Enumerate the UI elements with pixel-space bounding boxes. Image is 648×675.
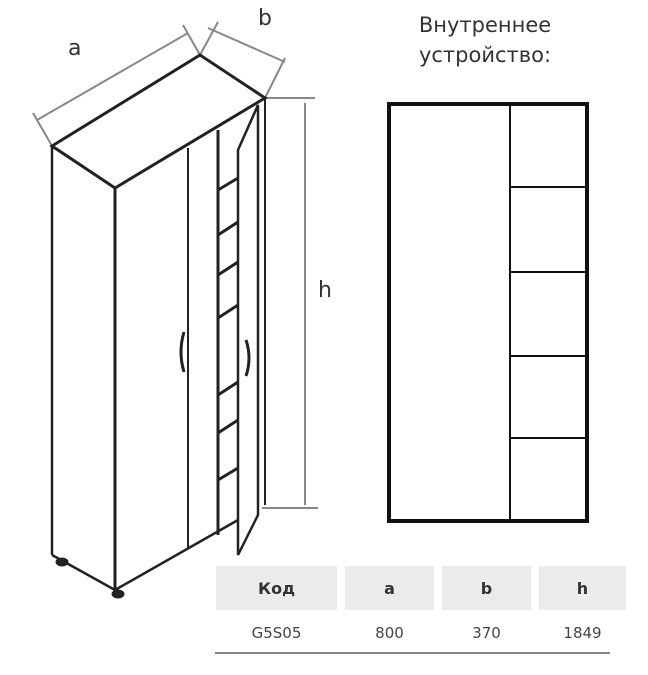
cell-a: 800 — [375, 624, 404, 642]
header-b: b — [442, 566, 531, 610]
title-line-1: Внутреннее — [418, 13, 552, 37]
table-divider — [215, 652, 610, 654]
cell-b: 370 — [472, 624, 501, 642]
label-b: b — [258, 6, 272, 31]
cell-h: 1849 — [563, 624, 602, 642]
dimensions-table: Код a b h G5S05 800 370 1849 — [208, 566, 634, 656]
cell-code: G5S05 — [251, 624, 302, 642]
header-code: Код — [216, 566, 337, 610]
header-h: h — [539, 566, 626, 610]
handle-right — [244, 339, 251, 377]
header-a: a — [345, 566, 434, 610]
cabinet — [49, 53, 268, 599]
internal-layout-title: Внутреннее устройство: — [395, 10, 575, 70]
label-a: a — [68, 36, 82, 61]
title-line-2: устройство: — [418, 43, 552, 67]
internal-layout — [387, 102, 589, 523]
handle-left — [179, 331, 186, 373]
label-h: h — [318, 278, 332, 303]
table-row: G5S05 800 370 1849 — [216, 610, 626, 656]
dimension-lines — [32, 21, 318, 509]
table-header: Код a b h — [216, 566, 626, 610]
